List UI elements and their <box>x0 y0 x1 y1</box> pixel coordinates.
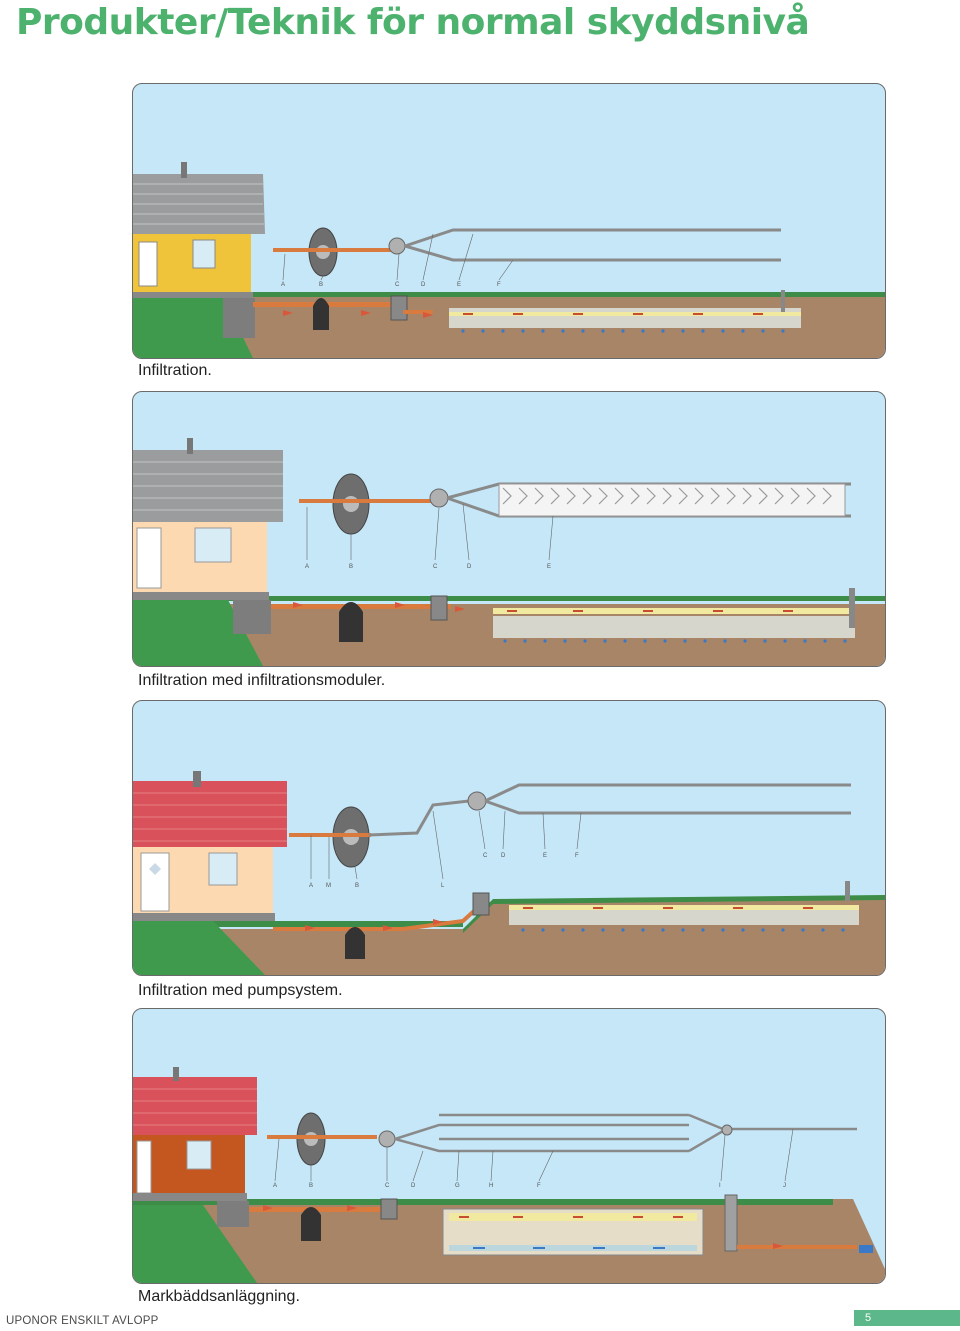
svg-text:B: B <box>355 883 359 889</box>
diagram-infiltration: A B C D E F <box>132 83 886 359</box>
page-title: Produkter/Teknik för normal skyddsnivå <box>16 2 809 43</box>
svg-text:A: A <box>309 883 313 889</box>
diagram-infiltration-modules: A B C D E <box>132 391 886 667</box>
svg-text:A: A <box>281 282 285 288</box>
svg-text:D: D <box>411 1183 416 1189</box>
svg-text:M: M <box>326 883 331 889</box>
svg-text:A: A <box>273 1183 277 1189</box>
diagram-infiltration-pump: C D E F A M B L <box>132 700 886 976</box>
caption-infiltration-modules: Infiltration med infiltrationsmoduler. <box>138 672 385 690</box>
svg-text:E: E <box>547 564 551 570</box>
caption-infiltration: Infiltration. <box>138 362 212 380</box>
svg-text:E: E <box>543 853 547 859</box>
page-number: 5 <box>854 1310 960 1326</box>
svg-text:G: G <box>455 1183 460 1189</box>
svg-text:I: I <box>719 1183 721 1189</box>
svg-text:L: L <box>441 883 445 889</box>
svg-text:B: B <box>309 1183 313 1189</box>
svg-text:H: H <box>489 1183 493 1189</box>
svg-text:B: B <box>349 564 353 570</box>
svg-text:E: E <box>457 282 461 288</box>
house-illustration <box>133 771 287 921</box>
svg-text:F: F <box>537 1183 541 1189</box>
footer-brand: UPONOR ENSKILT AVLOPP <box>6 1315 158 1327</box>
caption-infiltration-pump: Infiltration med pumpsystem. <box>138 982 343 1000</box>
svg-text:F: F <box>575 853 579 859</box>
svg-text:C: C <box>395 282 400 288</box>
svg-text:F: F <box>497 282 501 288</box>
svg-text:C: C <box>433 564 438 570</box>
svg-text:D: D <box>501 853 506 859</box>
caption-markbadd: Markbäddsanläggning. <box>138 1288 300 1306</box>
svg-text:B: B <box>319 282 323 288</box>
svg-text:D: D <box>467 564 472 570</box>
svg-text:C: C <box>385 1183 390 1189</box>
svg-text:A: A <box>305 564 309 570</box>
svg-text:C: C <box>483 853 488 859</box>
svg-text:D: D <box>421 282 426 288</box>
svg-text:J: J <box>783 1183 786 1189</box>
